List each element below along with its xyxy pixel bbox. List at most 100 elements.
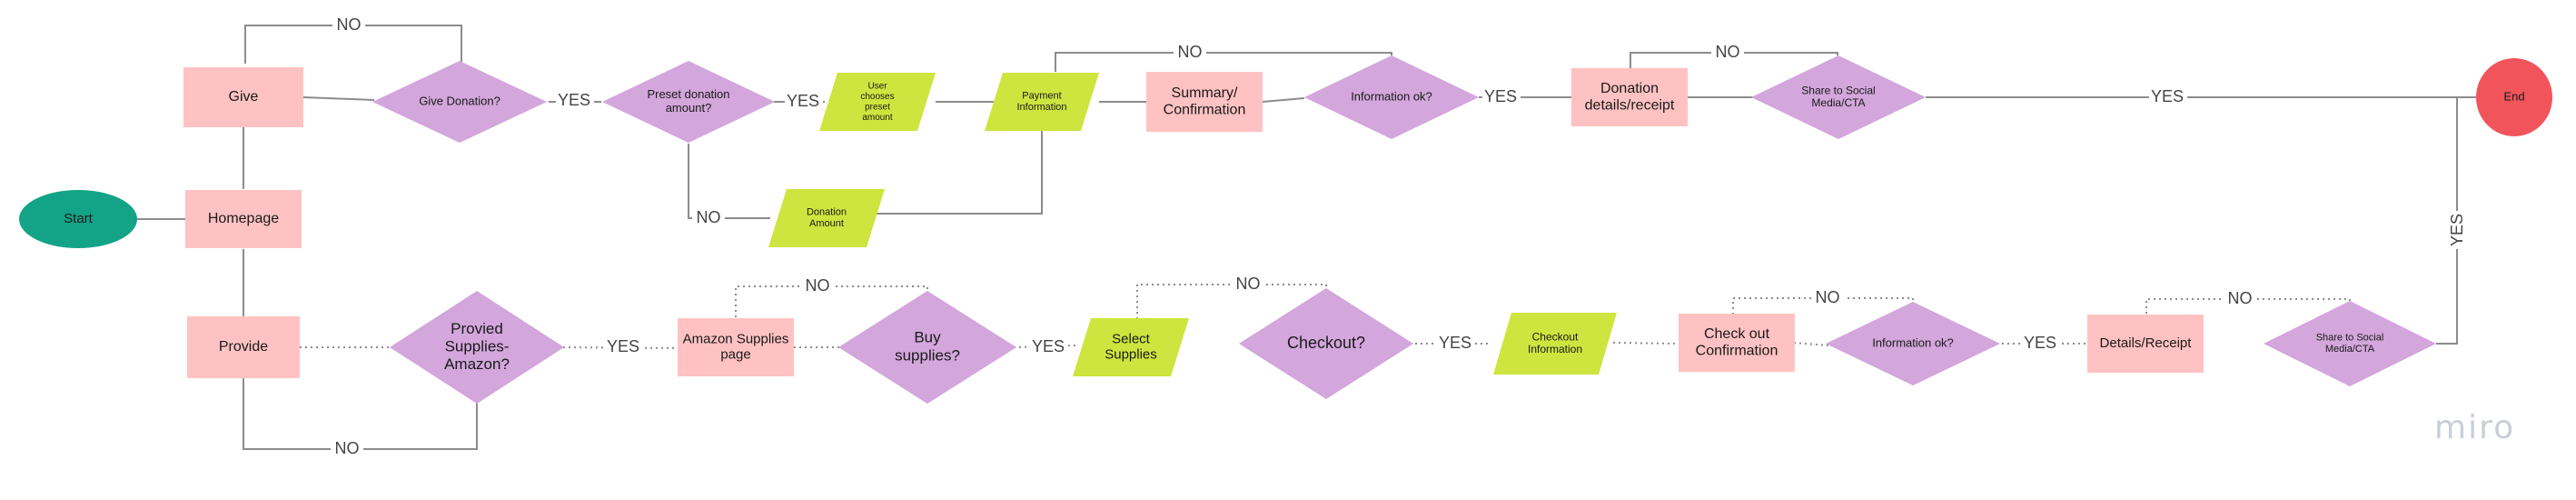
details-receipt-step-label: Details/Receipt (2100, 335, 2193, 351)
select-supplies-data-shape (1073, 318, 1189, 376)
edge-label-info-ok-2-no: NO (1816, 288, 1840, 306)
end-terminal[interactable]: End (2476, 58, 2552, 136)
details-receipt-step[interactable]: Details/Receipt (2087, 315, 2204, 373)
homepage-step-label: Homepage (208, 211, 279, 226)
information-ok-decision-1-shape (1304, 55, 1479, 139)
give-step[interactable]: Give (183, 67, 303, 127)
provide-step-shape (187, 316, 300, 378)
edge-label-checkout-yes: YES (1439, 334, 1471, 352)
provided-supplies-decision-label: Supplies- (445, 337, 510, 355)
provided-supplies-decision-label: Amazon? (444, 355, 510, 373)
share-social-decision-2-shape (2264, 301, 2436, 386)
donation-details-step-label: details/receipt (1585, 97, 1675, 113)
give-donation-decision-label: Give Donation? (419, 94, 500, 107)
edge-label-preset-no: NO (697, 208, 721, 226)
edge-label-share-2-no: NO (2228, 289, 2253, 307)
donation-details-step-shape (1571, 68, 1688, 126)
amazon-supplies-page-step-label: Amazon Supplies (683, 331, 789, 346)
checkout-confirmation-step-label: Check out (1704, 326, 1770, 342)
checkout-information-data-shape (1493, 313, 1617, 375)
provide-step-label: Provide (219, 339, 268, 355)
checkout-decision-shape (1239, 288, 1413, 399)
user-chooses-data-label: chooses (860, 92, 894, 102)
edge-label-give-no: NO (337, 15, 362, 34)
edge-label-give-donation-yes: YES (558, 91, 590, 109)
edge-label-provided-no: NO (335, 439, 360, 457)
share-social-decision-1-label: Share to Social (1801, 84, 1875, 96)
checkout-decision[interactable]: Checkout? (1239, 288, 1413, 399)
donation-amount-data-label: Amount (809, 218, 844, 229)
homepage-step[interactable]: Homepage (185, 190, 302, 248)
donation-amount-data-label: Donation (807, 207, 847, 218)
buy-supplies-decision-label: supplies? (895, 346, 960, 364)
user-chooses-data-label: preset (865, 102, 890, 112)
start-terminal-label: Start (64, 211, 94, 226)
details-receipt-step-shape (2087, 315, 2204, 373)
information-ok-decision-2-label: Information ok? (1872, 335, 1954, 349)
donation-details-step-label: Donation (1600, 81, 1659, 96)
edge-label-buy-yes: YES (1032, 337, 1065, 355)
payment-information-data-label: Information (1016, 102, 1066, 113)
edge-label-preset-yes: YES (787, 92, 819, 110)
summary-confirmation-step[interactable]: Summary/Confirmation (1146, 72, 1263, 132)
give-donation-decision[interactable]: Give Donation? (372, 61, 547, 143)
end-terminal-label: End (2503, 89, 2524, 103)
give-step-shape (183, 67, 303, 127)
edge-label-buy-no: NO (806, 276, 830, 295)
summary-confirmation-step-label: Summary/ (1172, 85, 1238, 101)
start-terminal[interactable]: Start (19, 190, 137, 248)
homepage-step-shape (185, 190, 302, 248)
donation-amount-data-shape (768, 189, 885, 247)
edge-label-checkout-no: NO (1236, 275, 1261, 293)
preset-amount-decision-label: Preset donation (647, 87, 729, 101)
checkout-confirmation-step-shape (1679, 314, 1795, 372)
payment-information-data-label: Payment (1022, 91, 1061, 102)
checkout-information-data-label: Information (1528, 343, 1582, 355)
give-donation-decision-shape (372, 61, 547, 143)
give-step-label: Give (229, 89, 259, 105)
select-supplies-data-label: Supplies (1105, 347, 1157, 363)
user-chooses-data-label: User (867, 81, 887, 91)
checkout-decision-label: Checkout? (1287, 334, 1365, 352)
provided-supplies-decision-shape (390, 291, 564, 404)
information-ok-decision-2[interactable]: Information ok? (1826, 302, 2000, 385)
edge-label-info-ok-1-no: NO (1178, 43, 1203, 61)
miro-logo-text: miro (2434, 409, 2515, 446)
information-ok-decision-1[interactable]: Information ok? (1304, 55, 1479, 139)
user-chooses-data-label: amount (862, 113, 893, 123)
provided-supplies-decision-label: Provied (451, 320, 503, 337)
end-terminal-shape (2476, 58, 2552, 136)
edge-label-share-1-yes: YES (2151, 87, 2184, 105)
buy-supplies-decision-label: Buy (914, 329, 941, 346)
share-social-decision-1-label: Media/CTA (1811, 96, 1865, 109)
amazon-supplies-page-step-shape (678, 318, 794, 376)
information-ok-decision-2-shape (1826, 302, 2000, 385)
checkout-information-data-label: Checkout (1532, 330, 1579, 343)
edge-label-info-ok-2-yes: YES (2024, 334, 2056, 352)
information-ok-decision-1-label: Information ok? (1351, 89, 1432, 103)
start-terminal-shape (19, 190, 137, 248)
summary-confirmation-step-shape (1146, 72, 1263, 132)
buy-supplies-decision-shape (838, 291, 1016, 404)
payment-information-data-shape (985, 73, 1099, 131)
edge-label-share-1-no: NO (1716, 43, 1740, 61)
checkout-confirmation-step-label: Confirmation (1696, 343, 1778, 358)
edge-label-info-ok-1-yes: YES (1484, 87, 1517, 105)
summary-confirmation-step-label: Confirmation (1164, 102, 1246, 117)
share-social-decision-1-shape (1751, 55, 1926, 139)
provide-step[interactable]: Provide (187, 316, 300, 378)
